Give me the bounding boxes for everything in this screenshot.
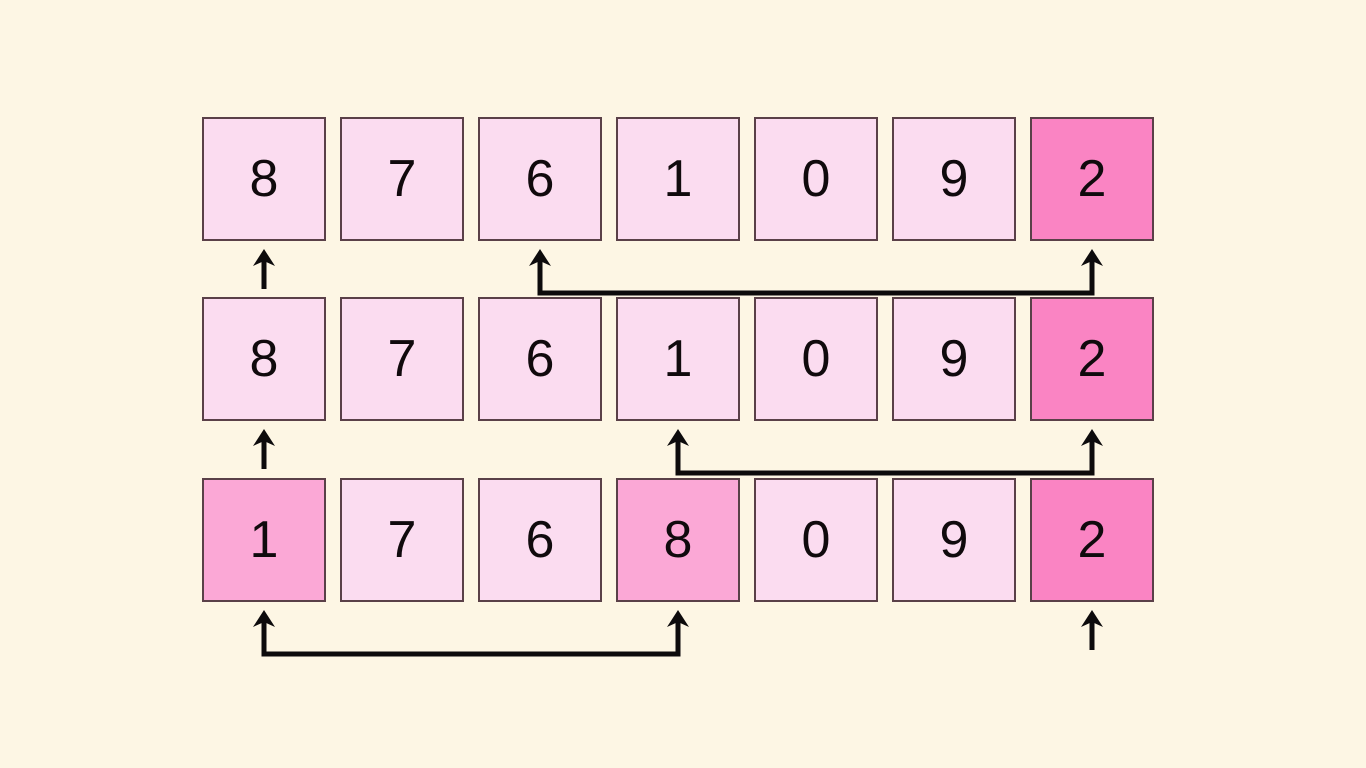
cell-value: 1 bbox=[249, 511, 279, 569]
array-cell-r1-c5[interactable]: 9 bbox=[892, 297, 1016, 421]
arrow-head-icon bbox=[1081, 249, 1103, 266]
array-cell-r0-c0[interactable]: 8 bbox=[202, 117, 326, 241]
cell-value: 9 bbox=[939, 330, 969, 388]
cell-value: 2 bbox=[1077, 150, 1107, 208]
arrow-head-icon bbox=[667, 429, 689, 446]
cell-value: 7 bbox=[387, 511, 417, 569]
arrow-head-icon bbox=[1081, 429, 1103, 446]
arrow-head-icon bbox=[529, 249, 551, 266]
cell-value: 1 bbox=[663, 330, 693, 388]
array-cell-r2-c4[interactable]: 0 bbox=[754, 478, 878, 602]
array-cell-r2-c5[interactable]: 9 bbox=[892, 478, 1016, 602]
array-cell-r2-c0[interactable]: 1 bbox=[202, 478, 326, 602]
array-cell-r2-c2[interactable]: 6 bbox=[478, 478, 602, 602]
cell-value: 9 bbox=[939, 511, 969, 569]
array-cell-r1-c3[interactable]: 1 bbox=[616, 297, 740, 421]
pointer-connector-r1-1 bbox=[675, 439, 1095, 476]
cell-value: 9 bbox=[939, 150, 969, 208]
array-row-2: 1 7 6 8 0 9 2 bbox=[202, 478, 1164, 602]
cell-value: 8 bbox=[663, 511, 693, 569]
array-cell-r1-c6[interactable]: 2 bbox=[1030, 297, 1154, 421]
cell-value: 2 bbox=[1077, 511, 1107, 569]
array-cell-r0-c3[interactable]: 1 bbox=[616, 117, 740, 241]
arrow-head-icon bbox=[253, 610, 275, 627]
cell-value: 0 bbox=[801, 511, 831, 569]
cell-value: 6 bbox=[525, 511, 555, 569]
arrow-head-icon bbox=[253, 249, 275, 266]
cell-value: 0 bbox=[801, 150, 831, 208]
array-cell-r0-c1[interactable]: 7 bbox=[340, 117, 464, 241]
array-cell-r0-c4[interactable]: 0 bbox=[754, 117, 878, 241]
array-row-0: 8 7 6 1 0 9 2 bbox=[202, 117, 1164, 241]
array-cell-r1-c2[interactable]: 6 bbox=[478, 297, 602, 421]
array-cell-r0-c2[interactable]: 6 bbox=[478, 117, 602, 241]
array-cell-r2-c1[interactable]: 7 bbox=[340, 478, 464, 602]
cell-value: 6 bbox=[525, 150, 555, 208]
pointer-connector-r2-0 bbox=[261, 620, 681, 657]
array-cell-r1-c1[interactable]: 7 bbox=[340, 297, 464, 421]
arrow-head-icon bbox=[1081, 610, 1103, 627]
array-cell-r2-c6[interactable]: 2 bbox=[1030, 478, 1154, 602]
array-cell-r0-c5[interactable]: 9 bbox=[892, 117, 1016, 241]
array-cell-r1-c0[interactable]: 8 bbox=[202, 297, 326, 421]
array-cell-r0-c6[interactable]: 2 bbox=[1030, 117, 1154, 241]
pointer-connector-r0-1 bbox=[537, 259, 1095, 296]
cell-value: 2 bbox=[1077, 330, 1107, 388]
cell-value: 8 bbox=[249, 330, 279, 388]
arrow-head-icon bbox=[667, 610, 689, 627]
cell-value: 7 bbox=[387, 150, 417, 208]
arrow-head-icon bbox=[253, 429, 275, 446]
cell-value: 7 bbox=[387, 330, 417, 388]
cell-value: 0 bbox=[801, 330, 831, 388]
array-cell-r2-c3[interactable]: 8 bbox=[616, 478, 740, 602]
array-row-1: 8 7 6 1 0 9 2 bbox=[202, 297, 1164, 421]
cell-value: 6 bbox=[525, 330, 555, 388]
cell-value: 1 bbox=[663, 150, 693, 208]
cell-value: 8 bbox=[249, 150, 279, 208]
array-cell-r1-c4[interactable]: 0 bbox=[754, 297, 878, 421]
